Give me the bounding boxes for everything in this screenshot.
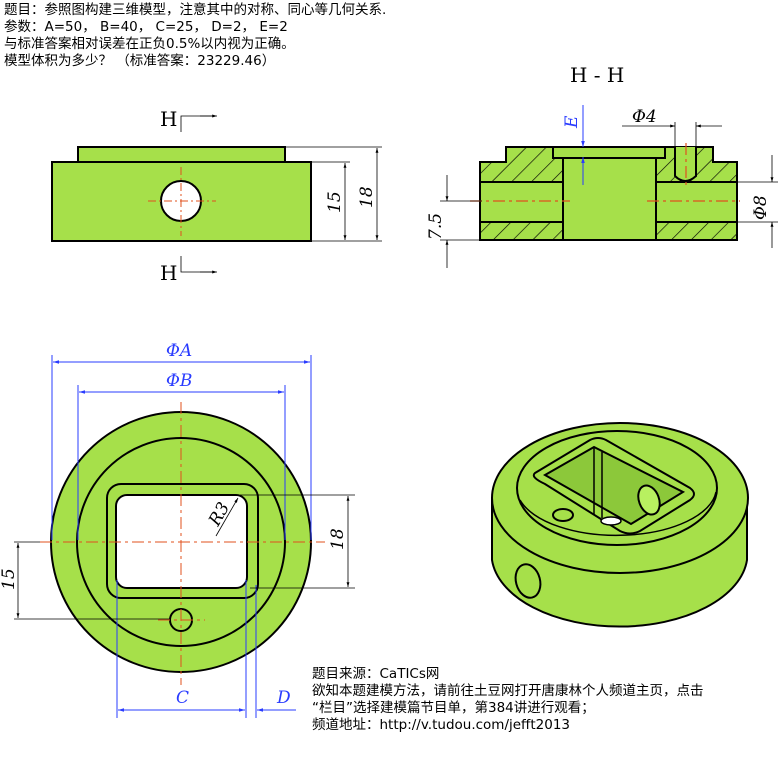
section-title: H - H: [570, 63, 624, 87]
dim-18-top: 18: [328, 528, 348, 550]
section-view: H - H E Φ4 7.5 Φ8: [426, 63, 778, 268]
channel-url: 频道地址：http://v.tudou.com/jefft2013: [312, 717, 571, 733]
tolerance-note: 与标准答案相对误差在正负0.5%以内视为正确。: [4, 36, 295, 52]
dim-7-5: 7.5: [426, 213, 446, 240]
dim-15-top: 15: [0, 568, 19, 590]
source-line: 题目来源：CaTICs网: [312, 666, 440, 682]
dim-15: 15: [325, 191, 345, 213]
dim-phi4: Φ4: [632, 107, 657, 127]
tutorial-line: 欲知本题建模方法，请前往土豆网打开唐康林个人频道主页，点击: [312, 683, 704, 699]
dim-phiB: ΦB: [166, 371, 192, 391]
dim-phiA: ΦA: [166, 341, 192, 361]
problem-parameters: 参数：A=50， B=40， C=25， D=2， E=2: [4, 19, 288, 35]
problem-title: 题目：参照图构建三维模型，注意其中的对称、同心等几何关系.: [4, 2, 387, 18]
section-mark-bottom: H: [160, 261, 177, 285]
dim-18: 18: [357, 186, 377, 208]
dim-D: D: [276, 688, 291, 708]
top-view: ΦA ΦB R3 18 15 C D: [0, 341, 355, 718]
volume-question: 模型体积为多少？ （标准答案：23229.46）: [4, 53, 276, 69]
dim-C: C: [176, 688, 189, 708]
episode-line: “栏目”选择建模篇节目单，第384讲进行观看；: [312, 700, 595, 716]
section-mark-top: H: [160, 107, 177, 131]
problem-statement: 题目：参照图构建三维模型，注意其中的对称、同心等几何关系. 参数：A=50， B…: [4, 2, 386, 70]
front-view: 15 18 H H: [51, 107, 382, 285]
dim-E: E: [562, 115, 582, 129]
dim-phi8: Φ8: [751, 195, 771, 220]
isometric-view: [491, 422, 749, 628]
source-note: 题目来源：CaTICs网 欲知本题建模方法，请前往土豆网打开唐康林个人频道主页，…: [312, 666, 704, 734]
